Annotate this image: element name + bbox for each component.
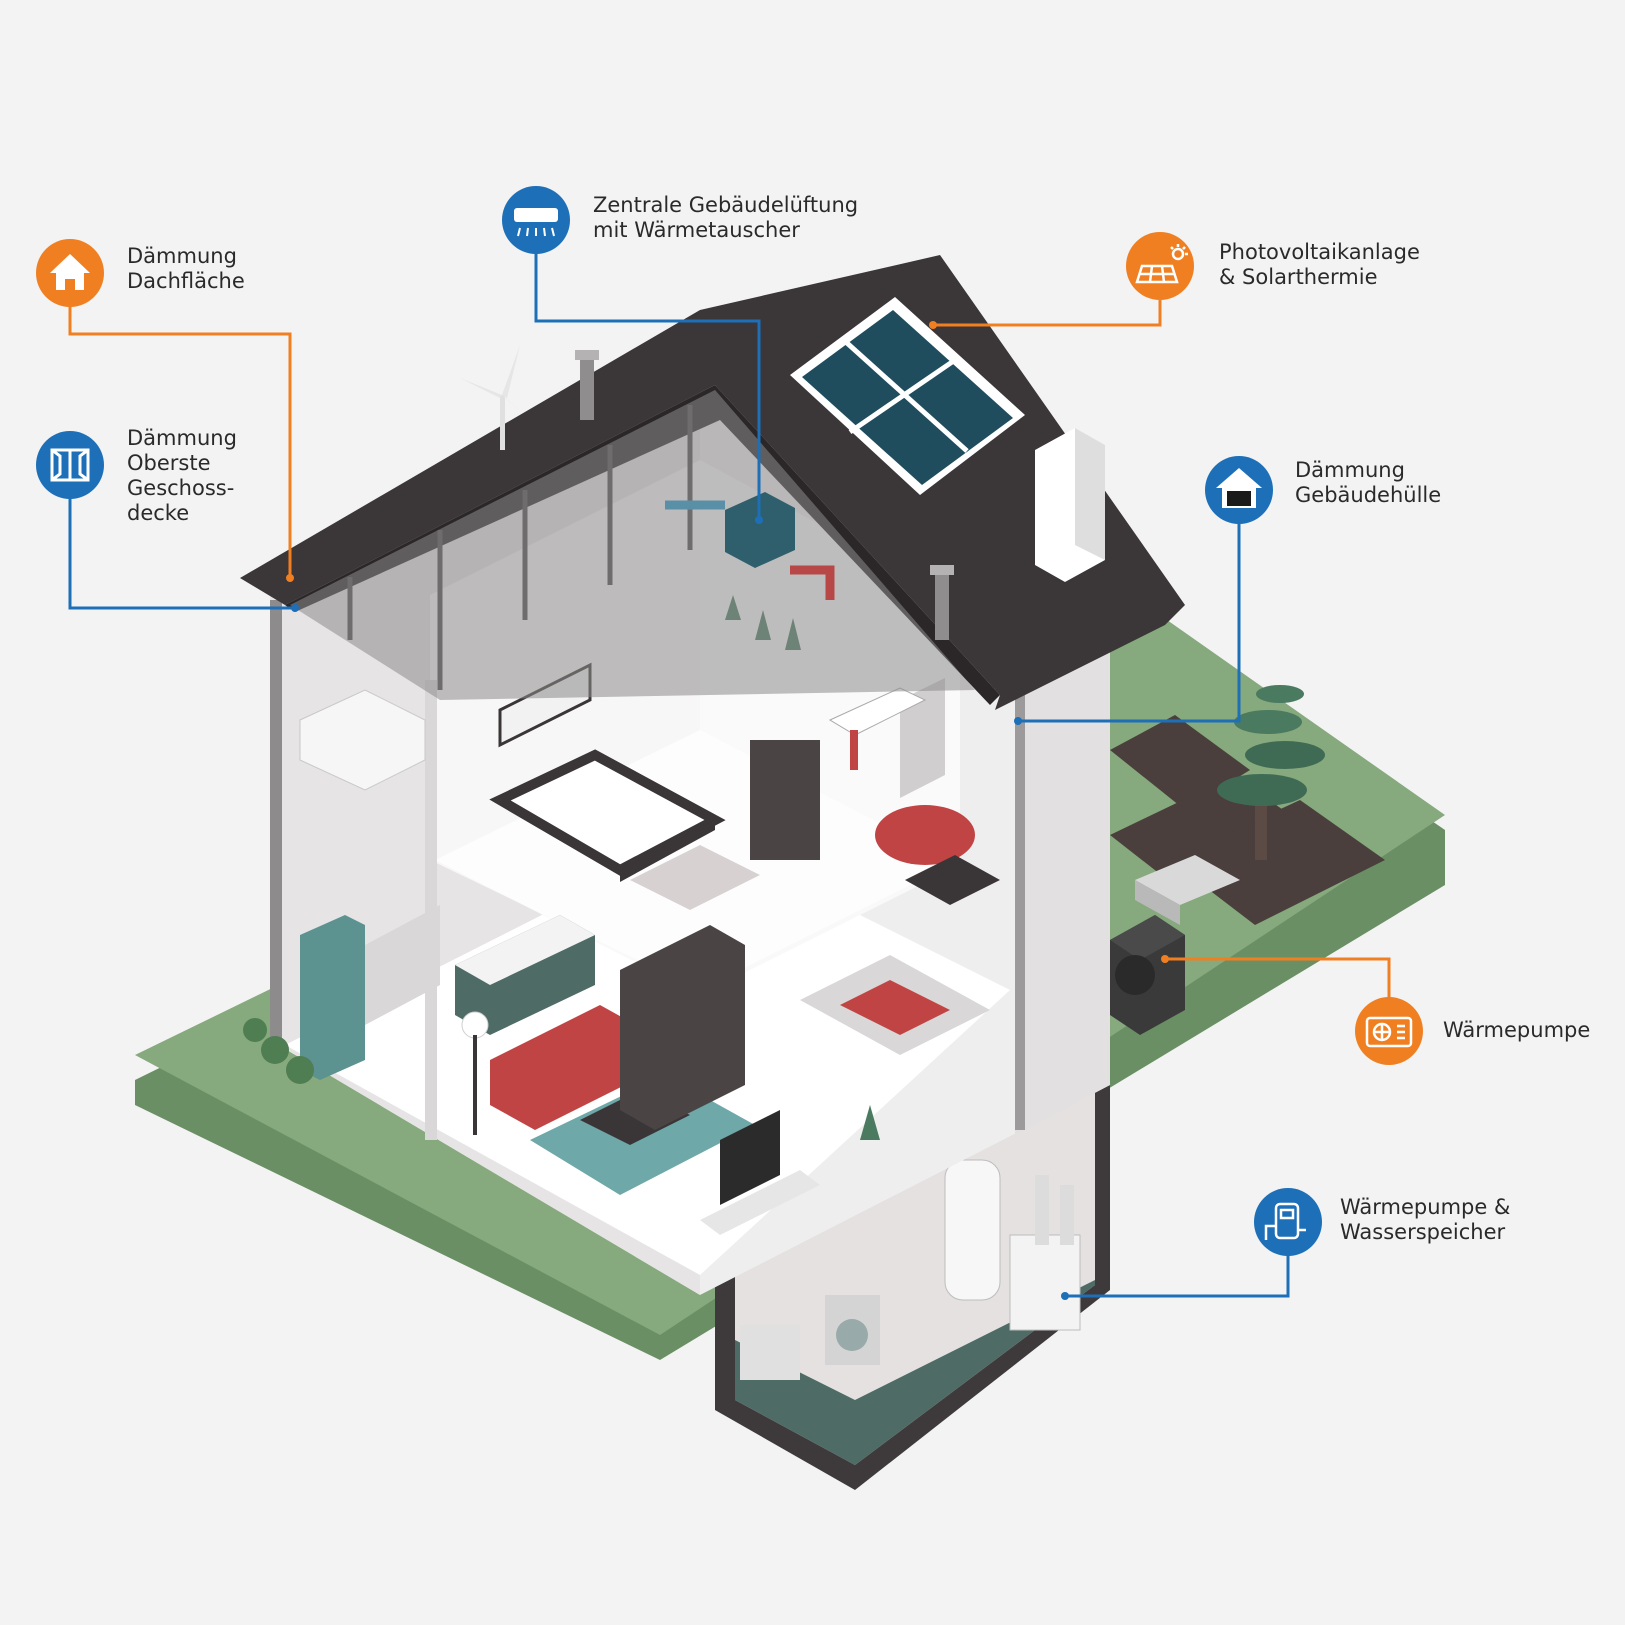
callout-label-ventilation: Zentrale Gebäudelüftung mit Wärmetausche…: [593, 193, 859, 242]
callout-badge-ventilation: [502, 186, 570, 254]
interior: [299, 595, 1000, 1235]
garden: [1110, 685, 1385, 925]
house-icon: [50, 254, 90, 290]
callout-badge-envelope-insulation: [1205, 456, 1273, 524]
callout-label-envelope-insulation: Dämmung Gebäudehülle: [1295, 458, 1442, 507]
solar-panels: [790, 297, 1025, 495]
solar-panel-icon: [1135, 244, 1188, 284]
callout-label-photovoltaic: Photovoltaikanlage & Solarthermie: [1219, 240, 1420, 289]
window-icon: [50, 448, 90, 482]
roof: [240, 255, 1185, 710]
house-filled-icon: [1216, 468, 1262, 508]
heat-pump-icon: [1365, 1016, 1413, 1048]
outdoor-heat-pump: [1110, 915, 1185, 1035]
callout-label-heat-pump: Wärmepumpe: [1443, 1018, 1591, 1042]
callout-badge-heat-pump-storage: [1254, 1188, 1322, 1256]
callout-badge-roof-insulation: [36, 239, 104, 307]
callout-label-heat-pump-storage: Wärmepumpe & Wasserspeicher: [1340, 1195, 1511, 1244]
callout-badge-photovoltaic: [1126, 232, 1194, 300]
air-conditioner-icon: [514, 208, 558, 237]
basement: [715, 1050, 1110, 1490]
ventilation-unit: [665, 492, 835, 600]
callout-badge-heat-pump: [1355, 997, 1423, 1065]
leader-lines: [68, 250, 1391, 1300]
callout-label-ceiling-insulation: Dämmung Oberste Geschoss- decke: [127, 426, 237, 525]
callout-label-roof-insulation: Dämmung Dachfläche: [127, 244, 245, 293]
shrubs: [243, 1018, 314, 1084]
callout-badge-ceiling-insulation: [36, 431, 104, 499]
water-heater-icon: [1264, 1202, 1306, 1240]
